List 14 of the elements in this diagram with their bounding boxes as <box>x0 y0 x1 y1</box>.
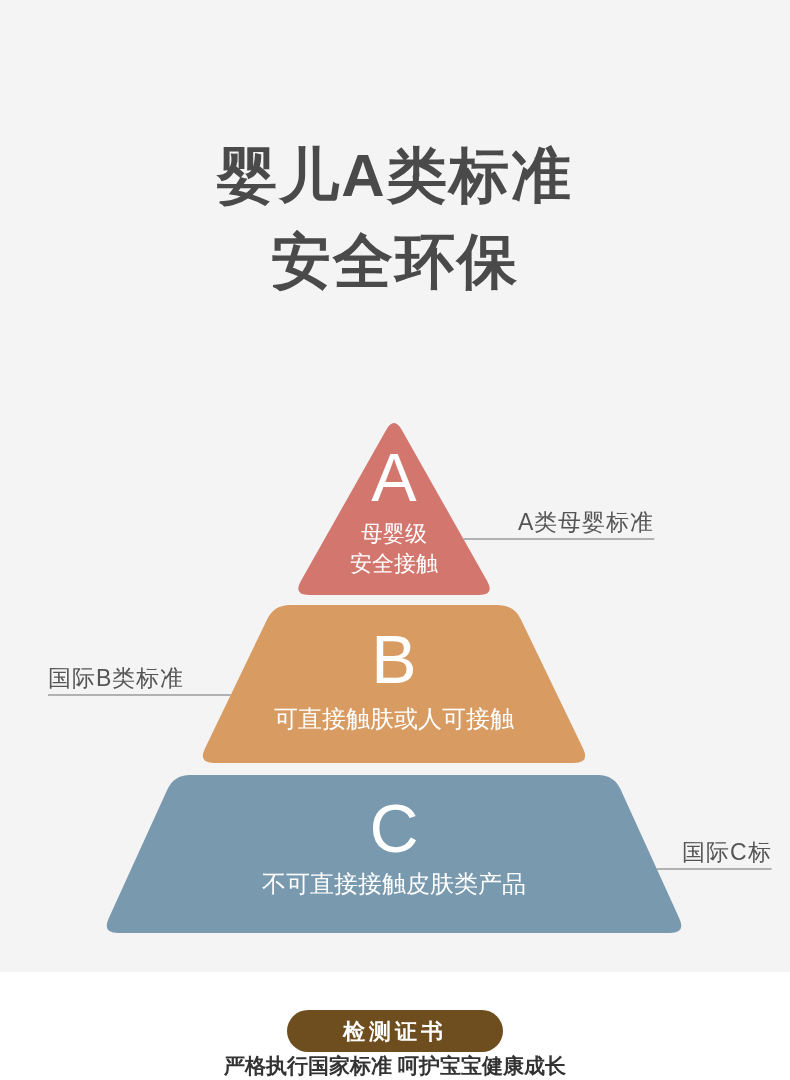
grade-letter: A <box>371 443 417 511</box>
standard-label: A类母婴标准 <box>518 508 655 539</box>
tier-description: 母婴级安全接触 <box>350 520 438 578</box>
grade-letter: B <box>371 625 417 693</box>
tier-description: 可直接触肤或人可接触 <box>274 704 514 734</box>
page-title: 婴儿A类标准安全环保 <box>215 141 574 297</box>
heading-badge: 检测证书 <box>287 1010 503 1052</box>
leader-line <box>656 868 773 870</box>
leader-line <box>47 694 232 696</box>
standard-label: 国际C标 <box>682 838 772 869</box>
leader-line <box>462 538 656 540</box>
tier-description: 不可直接接触皮肤类产品 <box>262 869 526 899</box>
grade-letter: C <box>369 794 419 862</box>
standard-label: 国际B类标准 <box>48 664 185 695</box>
